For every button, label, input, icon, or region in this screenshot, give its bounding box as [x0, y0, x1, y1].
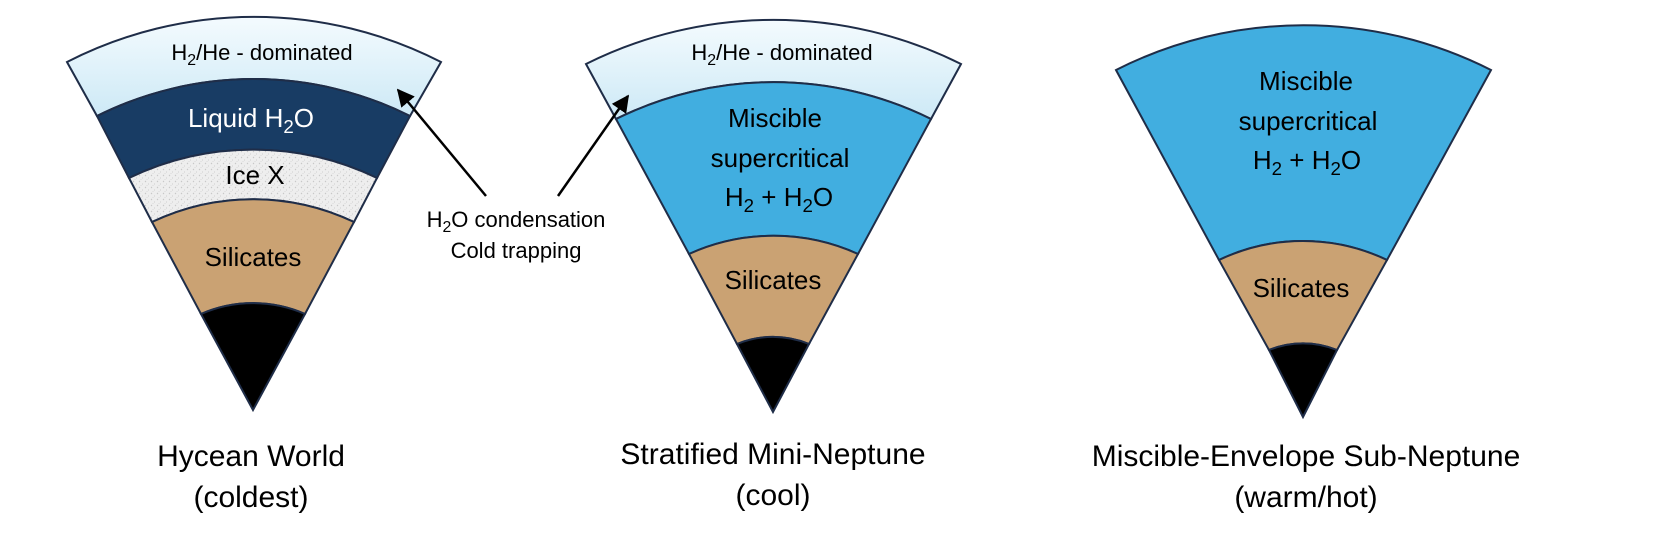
liquid-water-label: Liquid H2O: [188, 103, 314, 137]
hycean-world-condition: (coldest): [193, 481, 308, 514]
hycean-world-wedge: H2/He - dominated Liquid H2O Ice X Silic…: [65, 15, 443, 413]
miscible-sub-neptune-wedge: Miscible supercritical H2 + H2O Silicate…: [1114, 24, 1493, 420]
arrow-to-stratified-gas: [556, 94, 630, 197]
annotation-line1: H2O condensation: [427, 207, 606, 236]
silicates-label: Silicates: [1253, 273, 1350, 303]
silicates-label: Silicates: [725, 265, 822, 295]
ice-x-label: Ice X: [225, 160, 284, 190]
core-layer: [1267, 342, 1339, 420]
silicates-label: Silicates: [205, 242, 302, 272]
miscible-label-line2: supercritical: [711, 143, 850, 173]
miscible-label-line1: Miscible: [728, 103, 822, 133]
miscible-label-line2: supercritical: [1239, 106, 1378, 136]
condensation-annotation: H2O condensation Cold trapping: [396, 88, 630, 263]
arrow-to-hycean-gas: [396, 88, 487, 197]
h2he-label: H2/He - dominated: [691, 40, 872, 69]
miscible-sub-neptune-title: Miscible-Envelope Sub-Neptune: [1092, 440, 1521, 473]
stratified-mini-neptune-wedge: H2/He - dominated Miscible supercritical…: [584, 18, 963, 415]
miscible-label-line3: H2 + H2O: [1253, 145, 1361, 179]
core-layer: [199, 302, 307, 413]
annotation-line2: Cold trapping: [451, 238, 582, 263]
miscible-label-line3: H2 + H2O: [725, 182, 833, 216]
stratified-mini-neptune-title: Stratified Mini-Neptune: [620, 438, 925, 471]
h2he-label: H2/He - dominated: [171, 40, 352, 69]
miscible-layer: [1114, 24, 1493, 262]
miscible-sub-neptune-condition: (warm/hot): [1234, 481, 1377, 514]
stratified-mini-neptune-condition: (cool): [735, 479, 810, 512]
core-layer: [735, 335, 811, 415]
hycean-world-title: Hycean World: [157, 440, 345, 473]
miscible-label-line1: Miscible: [1259, 66, 1353, 96]
captions: Hycean World (coldest) Stratified Mini-N…: [157, 438, 1520, 514]
